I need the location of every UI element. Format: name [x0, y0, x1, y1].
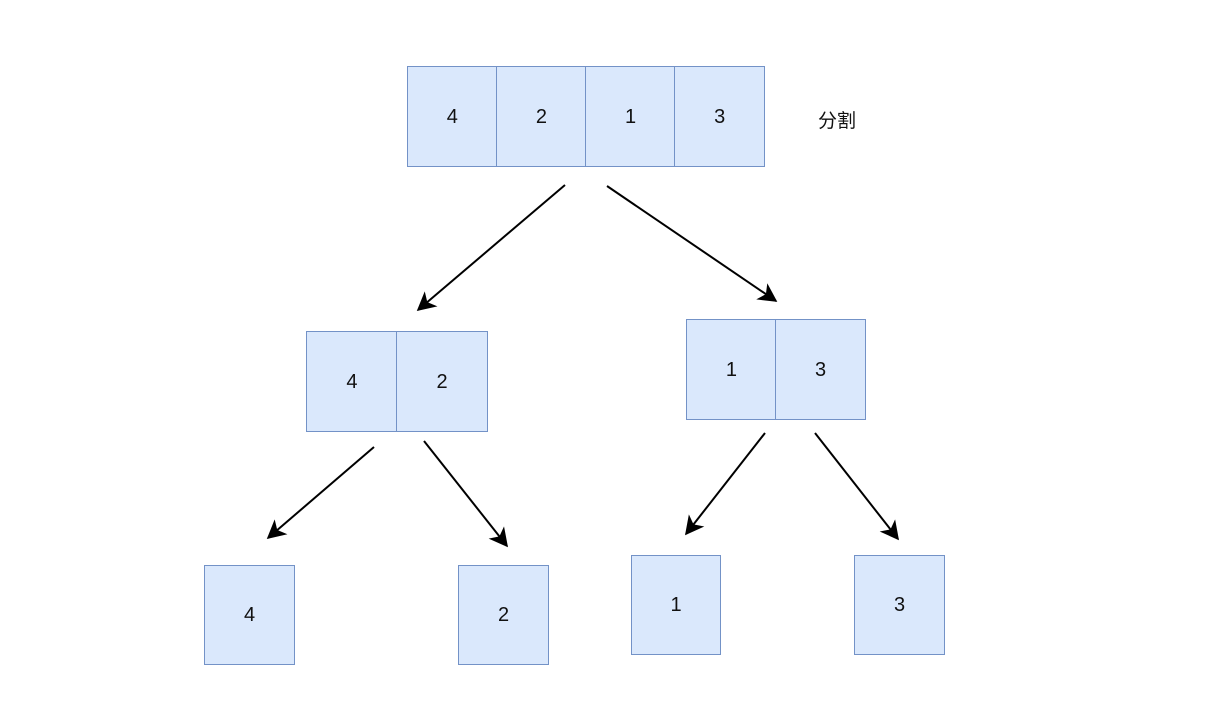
array-node-leaf-1: 1: [631, 555, 721, 655]
array-node-leaf-4: 4: [204, 565, 295, 665]
edge-arrow-left-to-leaf-2: [423, 440, 508, 548]
array-node-root: 4 2 1 3: [407, 66, 765, 167]
edge-arrow-left-to-leaf-4: [266, 446, 375, 540]
edge-arrow-root-to-right: [606, 185, 778, 302]
caption-divide: 分割: [818, 111, 857, 132]
array-cell: 1: [585, 66, 676, 167]
edge-arrow-root-to-left: [416, 184, 566, 312]
array-node-right: 1 3: [686, 319, 866, 420]
array-node-leaf-2: 2: [458, 565, 549, 665]
array-cell: 1: [686, 319, 777, 420]
array-cell: 4: [306, 331, 398, 432]
array-node-leaf-3: 3: [854, 555, 945, 655]
array-node-left: 4 2: [306, 331, 488, 432]
array-cell: 3: [674, 66, 765, 167]
edge-arrow-right-to-leaf-1: [685, 432, 766, 536]
array-cell: 2: [396, 331, 488, 432]
array-cell: 2: [496, 66, 587, 167]
array-cell: 4: [407, 66, 498, 167]
edge-arrow-right-to-leaf-3: [814, 432, 899, 541]
array-cell: 3: [775, 319, 866, 420]
